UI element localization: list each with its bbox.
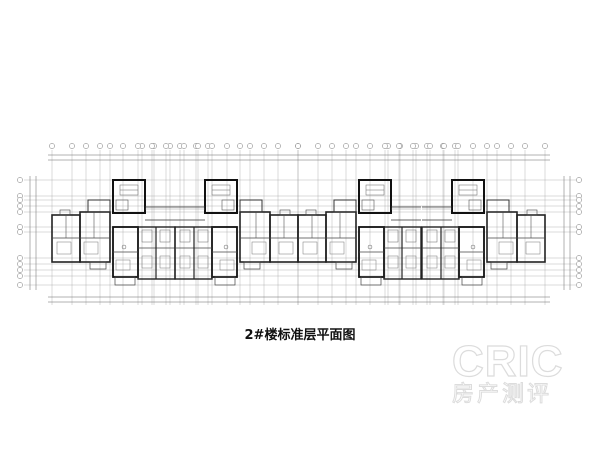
axis-bubble: [576, 261, 582, 267]
axis-bubble: [576, 229, 582, 235]
axis-bubble: [49, 143, 55, 149]
axis-bubble: [17, 282, 23, 288]
axis-bubble: [247, 143, 253, 149]
axis-bubble: [69, 143, 75, 149]
axis-bubble: [576, 267, 582, 273]
axis-bubble: [576, 282, 582, 288]
axis-bubble: [576, 224, 582, 230]
axis-bubble: [17, 255, 23, 261]
axis-bubble: [576, 273, 582, 279]
axis-bubble: [382, 143, 388, 149]
drawing-title: 2#楼标准层平面图: [244, 328, 356, 343]
axis-bubble: [163, 143, 169, 149]
axis-grid: [17, 143, 582, 305]
axis-bubble: [17, 224, 23, 230]
axis-bubble: [576, 177, 582, 183]
axis-bubble: [224, 143, 230, 149]
axis-bubble: [576, 209, 582, 215]
axis-bubble: [396, 143, 402, 149]
axis-bubble: [181, 143, 187, 149]
axis-bubble: [367, 143, 373, 149]
axis-bubble: [455, 143, 461, 149]
axis-bubble: [494, 143, 500, 149]
cric-watermark: CRIC 房产测评: [451, 337, 577, 408]
axis-bubble: [237, 143, 243, 149]
axis-bubble: [484, 143, 490, 149]
axis-bubble: [470, 143, 476, 149]
watermark-subtitle: 房产测评: [452, 382, 553, 408]
axis-bubble: [17, 261, 23, 267]
axis-bubble: [17, 209, 23, 215]
axis-bubble: [343, 143, 349, 149]
axis-bubble: [576, 255, 582, 261]
axis-bubble: [195, 143, 201, 149]
axis-bubble: [410, 143, 416, 149]
axis-bubble: [542, 143, 548, 149]
axis-bubble: [17, 197, 23, 203]
axis-bubble: [83, 143, 89, 149]
building-plan: [51, 179, 546, 286]
axis-bubble: [295, 143, 301, 149]
axis-bubble: [17, 203, 23, 209]
axis-bubble: [329, 143, 335, 149]
watermark-logo: CRIC: [451, 337, 564, 386]
axis-bubble: [576, 197, 582, 203]
axis-bubble: [97, 143, 103, 149]
axis-bubble: [17, 229, 23, 235]
axis-bubble: [441, 143, 447, 149]
axis-bubble: [261, 143, 267, 149]
axis-bubble: [522, 143, 528, 149]
axis-bubble: [17, 267, 23, 273]
axis-bubble: [315, 143, 321, 149]
axis-bubble: [149, 143, 155, 149]
axis-bubble: [135, 143, 141, 149]
axis-bubble: [17, 177, 23, 183]
axis-bubble: [576, 203, 582, 209]
axis-bubble: [508, 143, 514, 149]
axis-bubble: [120, 143, 126, 149]
axis-bubble: [209, 143, 215, 149]
axis-bubble: [107, 143, 113, 149]
axis-bubble: [275, 143, 281, 149]
axis-bubble: [427, 143, 433, 149]
axis-bubble: [353, 143, 359, 149]
axis-bubble: [17, 273, 23, 279]
